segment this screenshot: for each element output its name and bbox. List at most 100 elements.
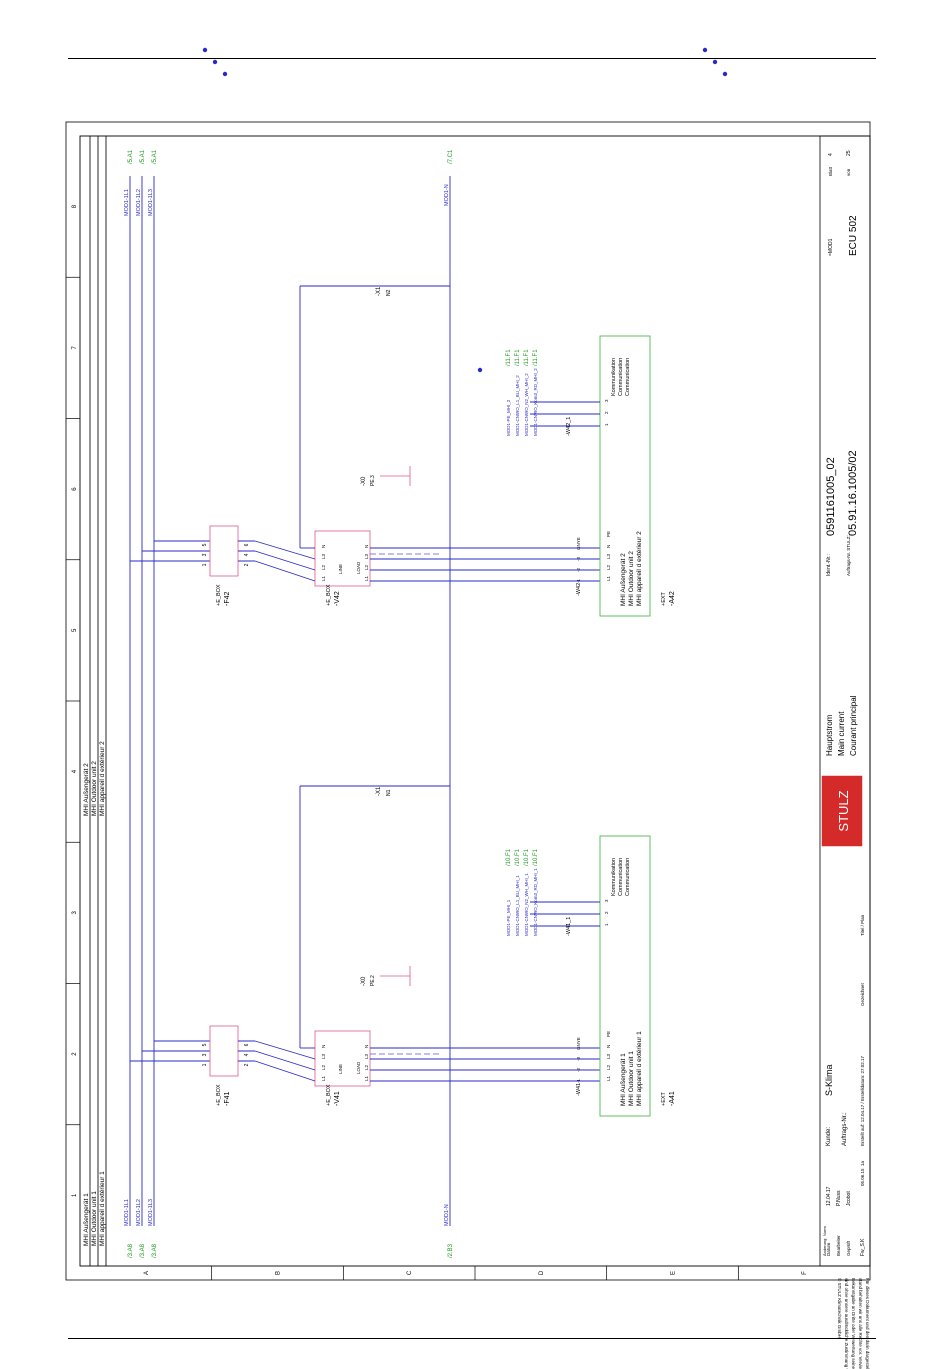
unit2-comm-net-0: MOD1-PE_MHI_2 [506, 399, 511, 436]
unit2-term-right-1: L2 [364, 564, 369, 570]
tb-title-fr: Courant principal [849, 695, 858, 756]
neutral-label-in: MOD1-N [444, 1204, 450, 1226]
unit1-unit-name-de: MHI Außengerät 1 [620, 1053, 627, 1106]
unit1-comm-ref-1: /10.F1 [515, 848, 521, 866]
unit1-unit-name-en: MHI Outdoor unit 1 [628, 1051, 635, 1106]
unit2-unit-name-fr: MHI appareil d extérieur 2 [636, 531, 643, 606]
unit2-bus-tap [722, 71, 728, 77]
copyright-line-0: Für dieses Dokument und den darin darges… [865, 1278, 870, 1369]
unit2-breaker-loc: +E_BOX [216, 584, 222, 606]
tb-rev-date: 05.06.15 [860, 1168, 865, 1186]
unit1-wire-mark-2: -3 [576, 1057, 581, 1061]
tb-kunde: S-Klima [824, 1064, 834, 1096]
unit2-breaker-top-1: 3 [202, 553, 208, 556]
unit2-group-label: MHI appareil d extérieur 2 [99, 741, 106, 816]
title-block-border [819, 135, 871, 1267]
unit2-unit-term-3: N [606, 545, 611, 548]
unit1-group-label: MHI Außengerät 1 [83, 1193, 90, 1246]
unit2-unit-name-de: MHI Außengerät 2 [620, 553, 627, 606]
unit1-comm-cable: -W41_1 [566, 917, 572, 936]
tb-ident-label: Ident.-Nr.: [826, 554, 832, 576]
tb-order-label: Auftrags-Nr. STULZ: [846, 535, 851, 576]
unit1-breaker-tag: -F41 [224, 1092, 231, 1107]
supply-label-in-l1: MOD1-1L1 [124, 1199, 130, 1226]
column-label-3: 3 [72, 911, 78, 915]
row-label-A: A [144, 1271, 150, 1275]
unit2-unit-term-0: L1 [606, 575, 611, 581]
unit2-breaker-bot-2: 6 [244, 543, 250, 546]
tb-order: 05.91.16.1005/02 [847, 450, 859, 536]
unit1-term-left-2: L3 [321, 1053, 326, 1059]
unit1-bus-tap [212, 59, 218, 65]
unit2-unit-box [599, 335, 651, 617]
unit1-unit-term-0: L1 [606, 1075, 611, 1081]
tb-logo-text: STULZ [836, 790, 851, 831]
unit1-comm-label-0: Kommunikation [611, 858, 617, 896]
unit1-term-left-3: N [321, 1045, 326, 1048]
supply-ref-in-l1: /3.A8 [128, 1243, 134, 1258]
unit2-unit-term-1: L2 [606, 564, 611, 570]
unit2-feed-wire [254, 560, 316, 582]
row-label-D: D [539, 1270, 545, 1275]
unit1-comm-term-1: 2 [604, 911, 609, 914]
unit1-comm-ref-2: /10.F1 [524, 848, 530, 866]
unit1-term-left-0: L1 [321, 1075, 326, 1081]
unit2-term-left-3: N [321, 545, 326, 548]
unit2-filter-box [314, 530, 371, 587]
supply-label-in-l3: MOD1-1L3 [148, 1199, 154, 1226]
unit1-term-right-2: L3 [364, 1053, 369, 1059]
copyright-line-4: © STULZ Klimatechnik GmbH [837, 1278, 843, 1338]
unit1-comm-net-1: MOD1-CNWO_L1_BU_MHI_1 [515, 875, 520, 936]
unit2-wire-mark-1: -2 [576, 568, 581, 572]
unit2-term-right-0: L1 [364, 575, 369, 581]
unit2-comm-net-2: MOD1-CNWO_N2_WH_MHI_2 [524, 373, 529, 436]
inner-frame [79, 135, 871, 1267]
unit2-comm-term-1: 2 [604, 411, 609, 414]
unit1-term-right-3: N [364, 1045, 369, 1048]
tb-author-label: Bearbeiter [836, 1235, 841, 1256]
outer-frame [65, 121, 871, 1281]
unit1-wire-mark-0: -1 [576, 1079, 581, 1083]
unit2-comm-net-3: MOD1-CNWO_Kom3_RD_MHI_2 [533, 368, 538, 436]
unit2-breaker-box [209, 525, 239, 577]
supply-ref-in-l3: /3.A8 [152, 1243, 158, 1258]
unit1-comm-net-3: MOD1-CNWO_Kom3_RD_MHI_1 [533, 868, 538, 936]
column-label-7: 7 [72, 346, 78, 350]
unit2-filter-loc: +E_BOX [326, 584, 332, 606]
unit1-breaker-top-1: 3 [202, 1053, 208, 1056]
unit2-x1-n: N2 [386, 289, 392, 296]
tb-of: 25 [846, 150, 852, 156]
unit1-comm-net-2: MOD1-CNWO_N2_WH_MHI_1 [524, 873, 529, 936]
tb-file: Fw_S.K [860, 1238, 866, 1256]
unit1-unit-term-4: PE [606, 1031, 611, 1037]
supply-label-out-l3: MOD1-1L3 [148, 189, 154, 216]
unit1-term-left-1: L2 [321, 1064, 326, 1070]
unit2-unit-tag: -A42 [669, 591, 676, 606]
supply-ref-out-l1: /5.A1 [128, 149, 134, 164]
tb-checker-label: Geprüft [846, 1240, 851, 1256]
unit2-comm-label-0: Kommunikation [611, 358, 617, 396]
unit1-wire-mark-3: GNYE [576, 1037, 581, 1050]
unit1-x1-n: N1 [386, 789, 392, 796]
unit2-comm-ref-1: /11.F1 [515, 349, 521, 366]
unit1-x1-label: -X1 [376, 786, 382, 796]
tb-logo-box [821, 775, 863, 847]
unit2-filter-load: LOAD [356, 561, 361, 574]
unit1-wire-mark-1: -2 [576, 1068, 581, 1072]
column-label-6: 6 [72, 487, 78, 491]
unit1-feed-wire [254, 1040, 316, 1060]
copyright-line-1: stand behalten wir uns alle Rechte vor. … [858, 1278, 863, 1369]
unit1-x0-label: -X0 [361, 976, 367, 986]
unit1-breaker-bot-2: 6 [244, 1043, 250, 1046]
tb-rev-no: 1a [860, 1160, 865, 1166]
tb-author: P.Nuss [836, 1190, 842, 1206]
unit2-comm-ref-0: /11.F1 [506, 349, 512, 366]
unit1-comm-ref-3: /10.F1 [533, 848, 539, 866]
unit1-comm-label-2: Communication [625, 858, 631, 896]
unit1-filter-load: LOAD [356, 1061, 361, 1074]
unit2-group-label: MHI Außengerät 2 [83, 763, 90, 816]
unit2-x1-label: -X1 [376, 286, 382, 296]
unit1-feed-wire [254, 1060, 316, 1082]
